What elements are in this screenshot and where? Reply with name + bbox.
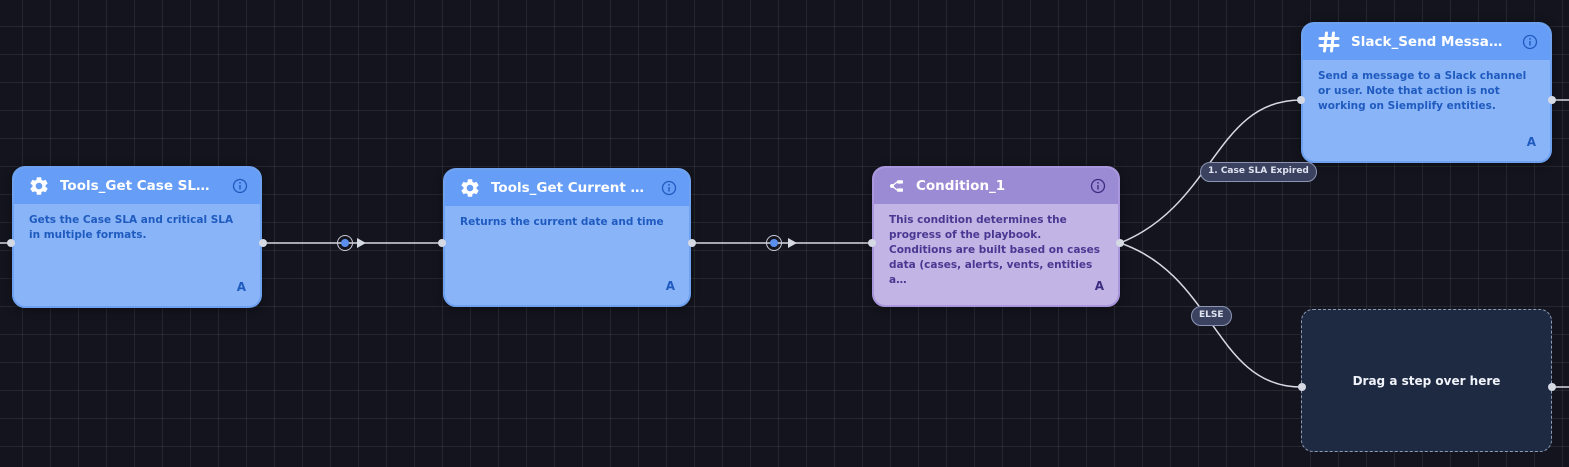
connector-port[interactable] [1298,383,1306,391]
connector-port[interactable] [7,239,15,247]
step-node-header[interactable]: Tools_Get Case SL… [14,168,260,204]
assignment-badge: A [1526,135,1536,149]
step-node-title: Tools_Get Case SL… [60,178,210,194]
step-node-description: Gets the Case SLA and critical SLA in mu… [29,214,234,241]
step-node-condition-1[interactable]: Condition_1 This condition determines th… [872,166,1120,307]
connector-port[interactable] [1297,96,1305,104]
info-icon[interactable] [661,180,677,196]
condition-branch-icon [888,177,906,195]
arrow-head-1 [357,238,366,248]
step-node-tools-get-current[interactable]: Tools_Get Current … Returns the current … [443,168,691,307]
branch-label-case-sla-expired[interactable]: 1. Case SLA Expired [1200,162,1317,182]
connector-port[interactable] [1548,96,1556,104]
drop-step-placeholder[interactable]: Drag a step over here [1301,309,1552,452]
add-step-button[interactable] [766,235,782,251]
step-node-header[interactable]: Tools_Get Current … [445,170,689,206]
connector-port[interactable] [438,239,446,247]
connector-condition-else-branch [1119,242,1302,388]
connector-condition-first-branch [1119,99,1302,244]
gear-icon [459,177,481,199]
step-node-description: This condition determines the progress o… [889,214,1101,286]
assignment-badge: A [665,279,675,293]
step-node-header[interactable]: Slack_Send Messa… [1303,24,1550,60]
step-node-tools-get-case-sla[interactable]: Tools_Get Case SL… Gets the Case SLA and… [12,166,262,308]
add-step-dot [770,239,778,247]
add-step-button[interactable] [337,235,353,251]
step-node-title: Tools_Get Current … [491,180,645,196]
assignment-badge: A [1094,279,1104,293]
slack-hash-icon [1317,30,1341,54]
info-icon[interactable] [232,178,248,194]
branch-label-else[interactable]: ELSE [1191,306,1232,326]
step-node-description: Returns the current date and time [460,216,664,228]
connector-port[interactable] [259,239,267,247]
connector-port[interactable] [1548,383,1556,391]
assignment-badge: A [236,280,246,294]
connector-port[interactable] [1116,239,1124,247]
step-node-header[interactable]: Condition_1 [874,168,1118,204]
step-node-title: Slack_Send Messa… [1351,34,1503,50]
step-node-description: Send a message to a Slack channel or use… [1318,70,1527,112]
add-step-dot [341,239,349,247]
connector-port[interactable] [868,239,876,247]
info-icon[interactable] [1090,178,1106,194]
drop-step-placeholder-text: Drag a step over here [1352,373,1501,388]
connector-port[interactable] [688,239,696,247]
step-node-slack-send-message[interactable]: Slack_Send Messa… Send a message to a Sl… [1301,22,1552,163]
step-node-title: Condition_1 [916,178,1006,194]
arrow-head-2 [788,238,797,248]
gear-icon [28,175,50,197]
info-icon[interactable] [1522,34,1538,50]
